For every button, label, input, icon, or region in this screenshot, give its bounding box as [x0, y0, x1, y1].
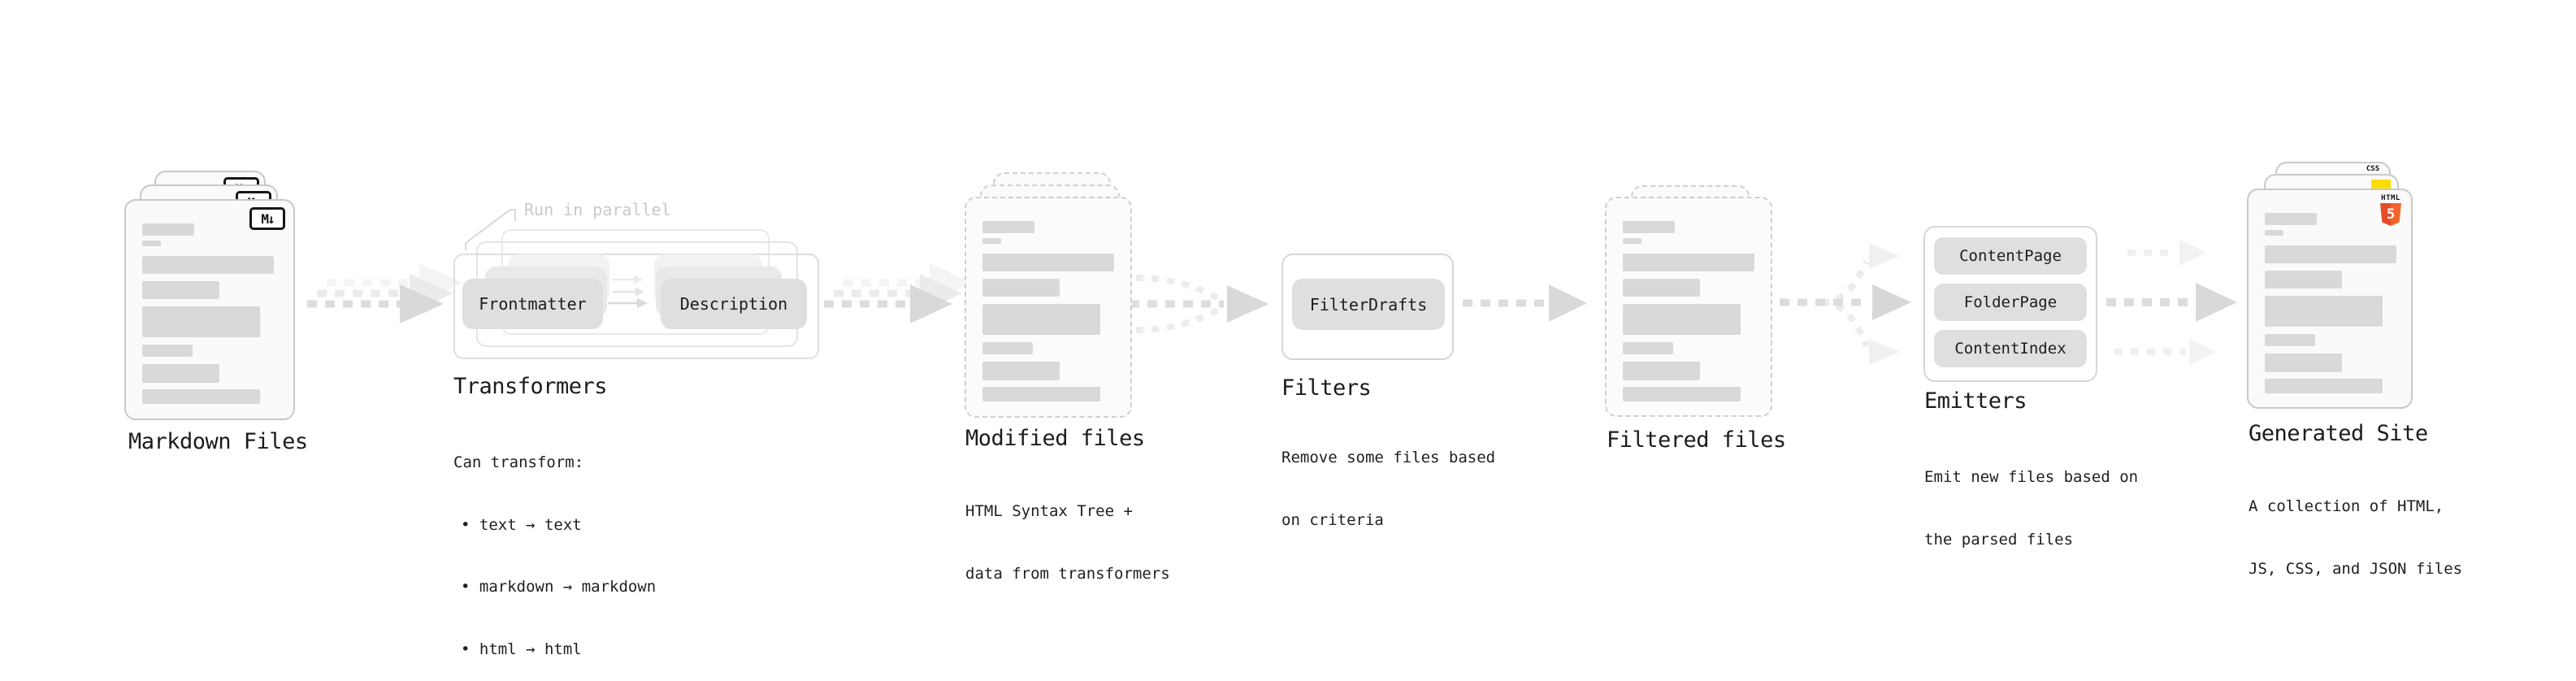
stage-title-modified-files: Modified files: [965, 426, 1145, 451]
placeholder-bar: [142, 389, 260, 404]
placeholder-bar: [2265, 379, 2383, 393]
placeholder-bar: [1623, 238, 1641, 244]
html5-logo-icon: HTML 5: [2380, 194, 2401, 226]
placeholder-bar: [982, 254, 1114, 271]
arrow-filters-to-filtered: [1463, 284, 1587, 322]
markdown-icon: M↓: [249, 207, 285, 230]
markdown-file-card-front: M↓: [124, 199, 295, 420]
generated-site-sub-line: A collection of HTML,: [2249, 497, 2444, 515]
contentpage-pill: ContentPage: [1934, 237, 2087, 275]
placeholder-bar: [982, 342, 1033, 354]
doc-placeholder-bars: [142, 223, 274, 404]
arrow-modified-to-filters: [1130, 275, 1268, 333]
placeholder-bar: [1623, 254, 1754, 271]
filterdrafts-pill: FilterDrafts: [1292, 279, 1445, 330]
arrow-markdown-to-transformers: [307, 263, 463, 323]
modified-files-sub-line: HTML Syntax Tree +: [965, 502, 1133, 520]
placeholder-bar: [982, 221, 1034, 233]
placeholder-bar: [142, 223, 194, 236]
folderpage-pill: FolderPage: [1934, 284, 2087, 321]
filters-sub-line: on criteria: [1281, 510, 1384, 529]
placeholder-bar: [982, 387, 1100, 401]
arrow-transformers-to-modified: [824, 263, 972, 323]
placeholder-bar: [2265, 230, 2283, 236]
placeholder-bar: [1623, 279, 1700, 297]
placeholder-bar: [1623, 342, 1673, 354]
emitters-description: Emit new files based on the parsed files: [1924, 426, 2138, 592]
emitters-sub-line: Emit new files based on: [1924, 468, 2139, 486]
stage-title-generated-site: Generated Site: [2249, 421, 2428, 446]
generated-site-description: A collection of HTML, JS, CSS, and JSON …: [2249, 455, 2462, 621]
doc-placeholder-bars: [2265, 213, 2396, 393]
placeholder-bar: [2265, 213, 2317, 225]
placeholder-bar: [2265, 296, 2383, 327]
placeholder-bar: [982, 279, 1060, 297]
stage-title-filtered-files: Filtered files: [1607, 427, 1786, 453]
placeholder-bar: [142, 241, 161, 246]
filtered-file-card-front: [1605, 197, 1772, 417]
placeholder-bar: [142, 281, 219, 299]
placeholder-bar: [982, 238, 1001, 244]
stage-title-filters: Filters: [1281, 375, 1372, 401]
description-pill: Description: [661, 279, 807, 329]
placeholder-bar: [1623, 221, 1675, 233]
placeholder-bar: [2265, 271, 2342, 288]
arrow-emitters-to-generated: [2106, 240, 2237, 365]
css-badge-label: CSS: [2366, 165, 2380, 173]
generated-site-sub-line: JS, CSS, and JSON files: [2249, 559, 2463, 578]
transformer-bullet: • text → text: [461, 515, 582, 534]
placeholder-bar: [2265, 334, 2315, 346]
emitters-sub-line: the parsed files: [1924, 530, 2074, 549]
placeholder-bar: [1623, 304, 1741, 335]
placeholder-bar: [2265, 245, 2396, 263]
filters-description: Remove some files based on criteria: [1281, 406, 1495, 572]
modified-file-card-front: [965, 197, 1132, 418]
frontmatter-pill: Frontmatter: [462, 279, 603, 329]
stage-title-markdown-files: Markdown Files: [128, 429, 308, 454]
transformers-subtitle: Can transform:: [453, 453, 584, 471]
placeholder-bar: [142, 364, 219, 383]
html5-shield-number: 5: [2386, 206, 2396, 223]
placeholder-bar: [142, 306, 260, 337]
placeholder-bar: [2265, 354, 2342, 372]
arrow-filtered-to-emitters: [1780, 243, 1911, 365]
transformer-layer-front: [453, 254, 819, 359]
doc-placeholder-bars: [982, 221, 1114, 401]
placeholder-bar: [982, 362, 1060, 380]
placeholder-bar: [982, 304, 1100, 335]
doc-placeholder-bars: [1623, 221, 1754, 401]
placeholder-bar: [142, 345, 193, 357]
stage-title-transformers: Transformers: [453, 374, 608, 399]
generated-site-card-html: HTML 5: [2247, 189, 2413, 409]
run-in-parallel-annotation: Run in parallel: [524, 200, 671, 219]
transformer-bullet: • html → html: [461, 640, 582, 658]
stage-title-emitters: Emitters: [1924, 388, 2027, 414]
placeholder-bar: [1623, 387, 1741, 401]
transformers-description: Can transform: • text → text • markdown …: [453, 411, 656, 681]
html5-logo-word: HTML: [2381, 194, 2400, 202]
placeholder-bar: [142, 256, 274, 274]
placeholder-bar: [1623, 362, 1700, 380]
html5-shield-icon: 5: [2380, 203, 2401, 226]
modified-files-sub-line: data from transformers: [965, 564, 1170, 583]
transformer-bullet: • markdown → markdown: [461, 578, 657, 596]
modified-files-description: HTML Syntax Tree + data from transformer…: [965, 460, 1170, 626]
contentindex-pill: ContentIndex: [1934, 330, 2087, 367]
js-badge-icon: [2371, 180, 2391, 191]
filters-sub-line: Remove some files based: [1281, 449, 1496, 466]
